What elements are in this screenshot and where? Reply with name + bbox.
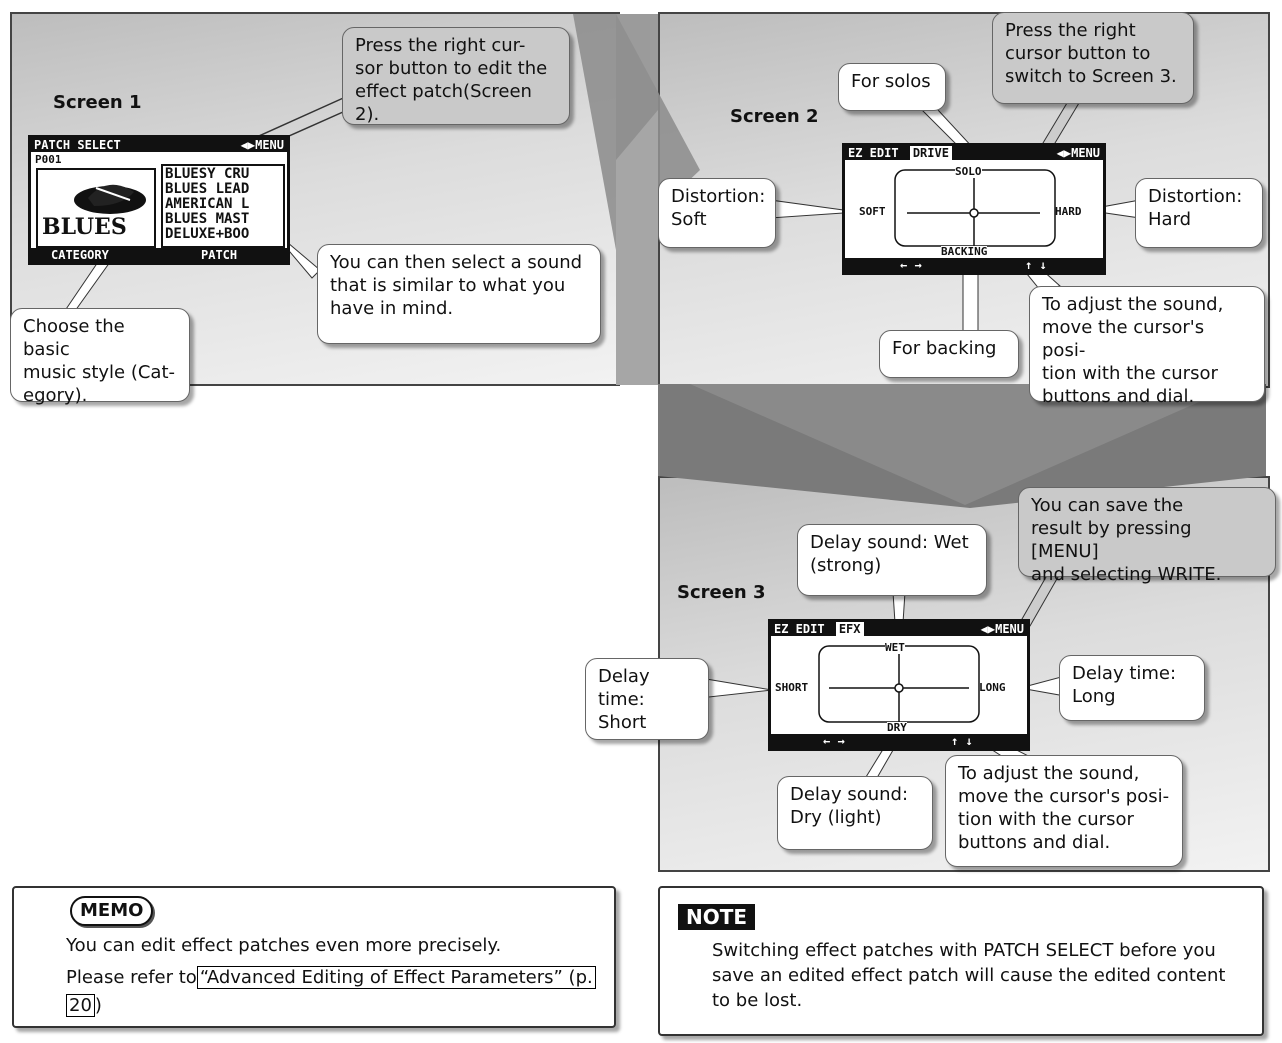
patch-list[interactable]: BLUESY CRU BLUES LEAD AMERICAN L BLUES M…	[161, 164, 285, 248]
axis-top-label: WET	[885, 641, 905, 654]
category-logo: BLUES	[36, 168, 156, 248]
axis-left-label: SOFT	[859, 205, 886, 218]
lcd-menu: ◀▶MENU	[240, 138, 284, 152]
callout-adjust-sound-2: To adjust the sound, move the cursor's p…	[1029, 286, 1265, 407]
patch-select-lcd: PATCH SELECT ◀▶MENU P001 BLUES BLUESY CR…	[28, 135, 290, 265]
category-logo-text: BLUES	[42, 214, 127, 240]
screen3-label: Screen 3	[677, 582, 766, 603]
lcd-title-bar: EZ EDIT DRIVE ◀▶MENU	[845, 146, 1103, 160]
lcd-title-bar: PATCH SELECT ◀▶MENU	[31, 138, 287, 152]
memo-reference-link[interactable]: “Advanced Editing of Effect Parameters” …	[196, 966, 596, 989]
patch-list-item[interactable]: BLUESY CRU	[165, 166, 250, 182]
footer-left-arrows: ← →	[823, 734, 845, 748]
footer-left-arrows: ← →	[900, 258, 922, 272]
callout-delay-long: Delay time: Long	[1059, 655, 1205, 721]
memo-line1: You can edit effect patches even more pr…	[66, 935, 502, 956]
patch-list-item[interactable]: BLUES LEAD	[165, 181, 250, 197]
lcd-title: EZ EDIT	[848, 146, 899, 160]
axis-bottom-label: DRY	[887, 721, 907, 734]
callout-distortion-soft: Distortion: Soft	[658, 178, 776, 248]
callout-right-cursor-screen2: Press the right cur- sor button to edit …	[342, 27, 570, 125]
footer-patch[interactable]: PATCH	[201, 248, 238, 262]
patch-list-item[interactable]: BLUES MAST	[165, 211, 250, 227]
lcd-footer: ← → ↑ ↓	[845, 258, 1103, 272]
axis-top-label: SOLO	[955, 165, 982, 178]
memo-suffix: )	[94, 995, 102, 1016]
callout-category: Choose the basic music style (Cat- egory…	[10, 308, 190, 406]
lcd-title: PATCH SELECT	[34, 138, 121, 152]
patch-list-item[interactable]: AMERICAN L	[165, 196, 250, 212]
memo-line2: Please refer to“Advanced Editing of Effe…	[66, 964, 606, 992]
memo-page-link[interactable]: 20	[66, 994, 95, 1017]
note-text: Switching effect patches with PATCH SELE…	[712, 940, 1226, 1011]
callout-select-sound: You can then select a sound that is simi…	[317, 244, 601, 344]
note-box: NOTE Switching effect patches with PATCH…	[658, 886, 1264, 1036]
callout-adjust-sound-3: To adjust the sound, move the cursor's p…	[945, 755, 1183, 867]
lcd-mode: DRIVE	[909, 146, 952, 160]
lcd-patch-number: P001	[35, 153, 62, 166]
callout-delay-dry: Delay sound: Dry (light)	[777, 776, 933, 850]
lcd-footer: CATEGORY PATCH	[31, 248, 287, 262]
axis-left-label: SHORT	[775, 681, 809, 694]
footer-right-arrows: ↑ ↓	[951, 734, 973, 748]
callout-for-backing: For backing	[879, 330, 1019, 378]
axis-bottom-label: BACKING	[941, 245, 988, 258]
callout-distortion-hard: Distortion: Hard	[1135, 178, 1263, 248]
callout-right-cursor-screen3: Press the right cursor button to switch …	[992, 12, 1194, 104]
footer-category[interactable]: CATEGORY	[51, 248, 109, 262]
memo-line3: 20)	[66, 992, 102, 1020]
lcd-menu: ◀▶MENU	[1056, 146, 1100, 160]
callout-for-solos: For solos	[838, 63, 946, 111]
memo-box: MEMO You can edit effect patches even mo…	[12, 886, 616, 1028]
ez-edit-drive-lcd: EZ EDIT DRIVE ◀▶MENU SOLO BACKING SOFT H…	[842, 143, 1106, 275]
lcd-footer: ← → ↑ ↓	[771, 734, 1027, 748]
callout-delay-short: Delay time: Short	[585, 658, 709, 740]
lcd-menu: ◀▶MENU	[980, 622, 1024, 636]
callout-save-write: You can save the result by pressing [MEN…	[1018, 487, 1276, 585]
note-badge: NOTE	[678, 904, 756, 930]
ez-edit-efx-lcd: EZ EDIT EFX ◀▶MENU WET DRY SHORT LONG ← …	[768, 619, 1030, 751]
axis-right-label: LONG	[979, 681, 1006, 694]
patch-list-item[interactable]: DELUXE+BOO	[165, 226, 250, 242]
lcd-title: EZ EDIT	[774, 622, 825, 636]
memo-badge: MEMO	[70, 896, 154, 926]
hat-icon	[74, 184, 146, 214]
callout-delay-wet: Delay sound: Wet (strong)	[797, 524, 987, 596]
memo-refer-text: Please refer to	[66, 967, 197, 988]
lcd-title-bar: EZ EDIT EFX ◀▶MENU	[771, 622, 1027, 636]
footer-right-arrows: ↑ ↓	[1025, 258, 1047, 272]
lcd-mode: EFX	[835, 622, 864, 636]
screen2-label: Screen 2	[730, 106, 819, 127]
screen1-label: Screen 1	[53, 92, 142, 113]
axis-right-label: HARD	[1055, 205, 1082, 218]
